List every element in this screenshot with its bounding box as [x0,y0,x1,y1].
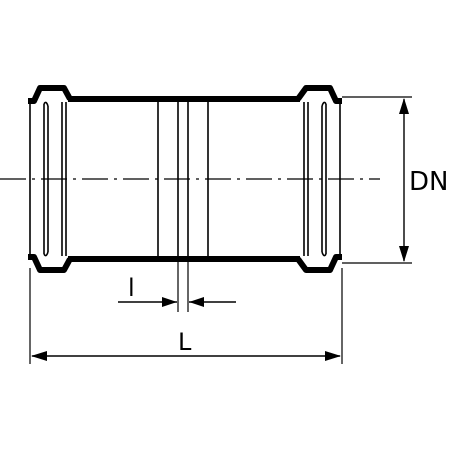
pipe-body [28,85,342,273]
gap-dimension [118,258,236,312]
top-wall-right-bulge [295,85,342,104]
gap-label: l [128,274,135,302]
l-label: L [178,328,192,356]
l-arrow-left [31,351,47,361]
l-arrow-right [325,351,341,361]
l-dimension [29,268,343,364]
bottom-wall-left-bulge [28,254,73,273]
dn-dimension [342,96,412,264]
bottom-wall-right-bulge [295,254,342,273]
dn-arrow-bottom [399,246,409,262]
gap-arrow-left [162,297,177,307]
top-wall-left-bulge [28,85,73,104]
dn-arrow-top [399,98,409,114]
dn-label: DN [409,167,448,197]
gap-arrow-right [189,297,204,307]
